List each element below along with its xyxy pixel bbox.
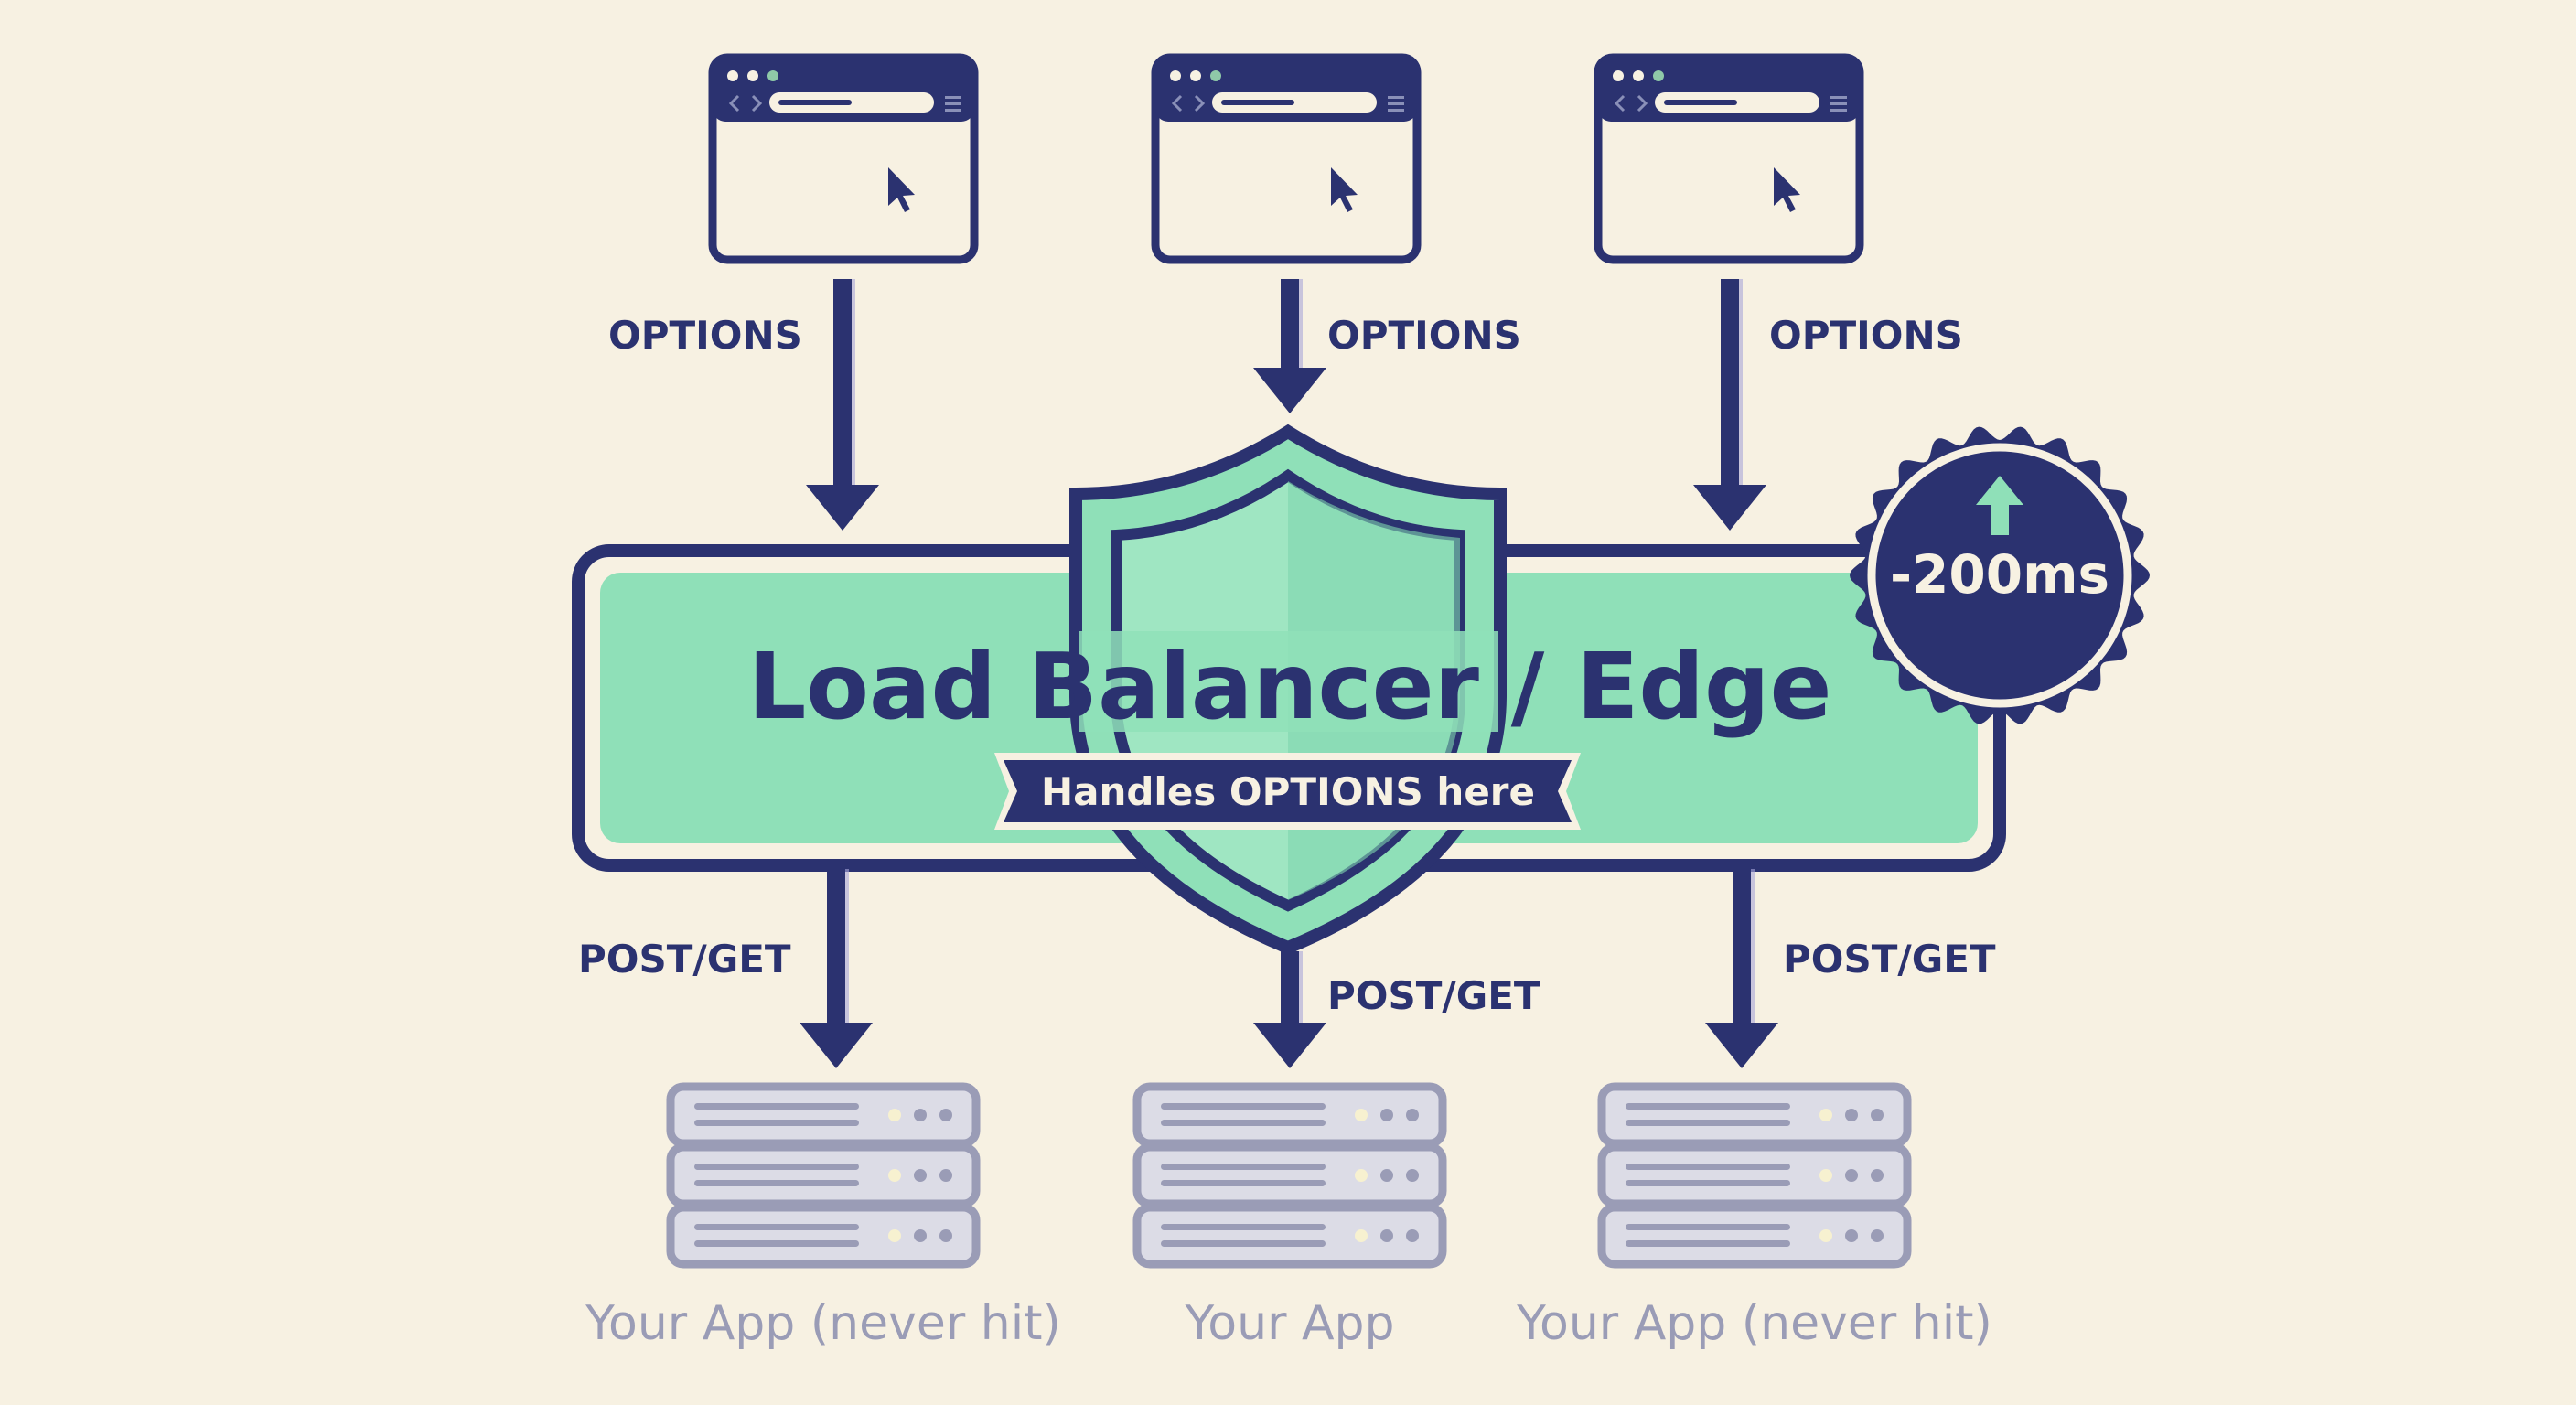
title-backdrop <box>1079 631 1498 732</box>
app-label: Your App <box>1184 1296 1394 1351</box>
banner-text: Handles OPTIONS here <box>1041 769 1535 814</box>
banner-ribbon <box>994 753 1581 830</box>
arrow-down-icon <box>1253 279 1326 413</box>
server-stack-icon <box>1597 1082 1912 1269</box>
cursor-icon <box>1774 167 1800 212</box>
options-label: OPTIONS <box>1327 313 1521 358</box>
arrow-down-icon <box>1693 279 1766 531</box>
cursor-icon <box>1331 167 1358 212</box>
server-stack-icon <box>666 1082 981 1269</box>
cursor-icon <box>888 167 915 212</box>
arrow-down-icon <box>1705 869 1778 1068</box>
arrow-down-icon <box>806 279 879 531</box>
post-get-label: POST/GET <box>1327 973 1540 1018</box>
latency-badge <box>1850 426 2150 724</box>
post-get-label: POST/GET <box>1783 937 1996 981</box>
browser-window-icon <box>708 53 979 264</box>
server-stack-icon <box>1132 1082 1447 1269</box>
options-label: OPTIONS <box>1769 313 1963 358</box>
edge-title: Load Balancer / Edge <box>748 633 1832 740</box>
post-get-label: POST/GET <box>578 937 791 981</box>
arrow-down-icon <box>1253 951 1326 1068</box>
options-label: OPTIONS <box>608 313 802 358</box>
browser-window-icon <box>1594 53 1864 264</box>
app-label: Your App (never hit) <box>585 1296 1061 1351</box>
badge-text: -200ms <box>1890 543 2109 606</box>
browser-window-icon <box>1151 53 1422 264</box>
app-label: Your App (never hit) <box>1516 1296 1992 1351</box>
arrow-down-icon <box>800 869 873 1068</box>
arrow-up-icon <box>1976 476 2023 535</box>
